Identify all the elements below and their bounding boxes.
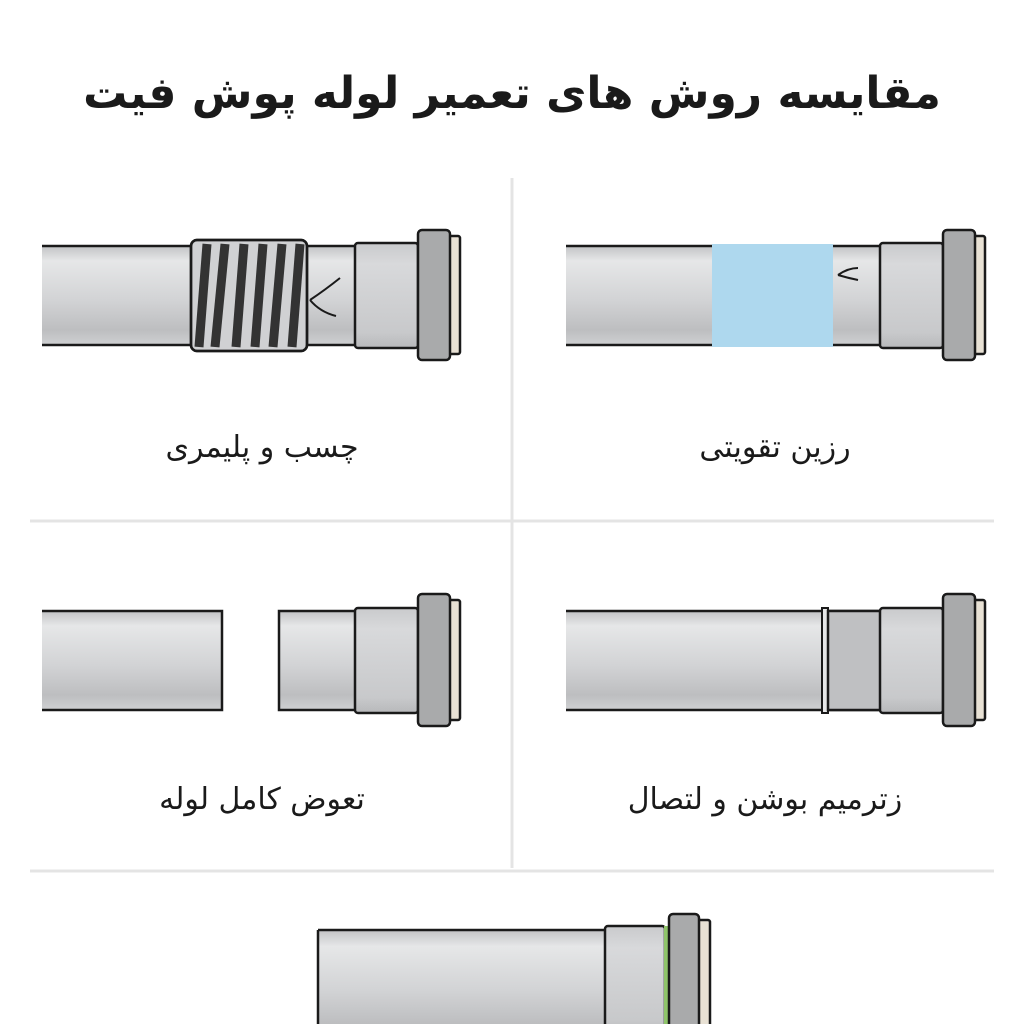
pipe-push-fit-seal-icon <box>316 912 712 1024</box>
pipe-coupling-icon <box>566 592 987 728</box>
method-label-replacement: تعوض کامل لوله <box>159 782 365 817</box>
pipe-replacement-icon <box>42 592 462 728</box>
pipe-wrapped-tape-icon <box>42 228 462 362</box>
pipe-resin-band-icon <box>566 228 987 362</box>
grid-dividers <box>30 178 994 873</box>
method-label-resin: رزین تقویتی <box>699 430 851 465</box>
page-title: مقایسه روش های تعمیر لوله پوش فیت <box>83 68 941 119</box>
method-label-coupling: زترمیم بوشن و لتصال <box>627 782 903 817</box>
method-label-adhesive: چسب و پلیمری <box>165 430 359 465</box>
